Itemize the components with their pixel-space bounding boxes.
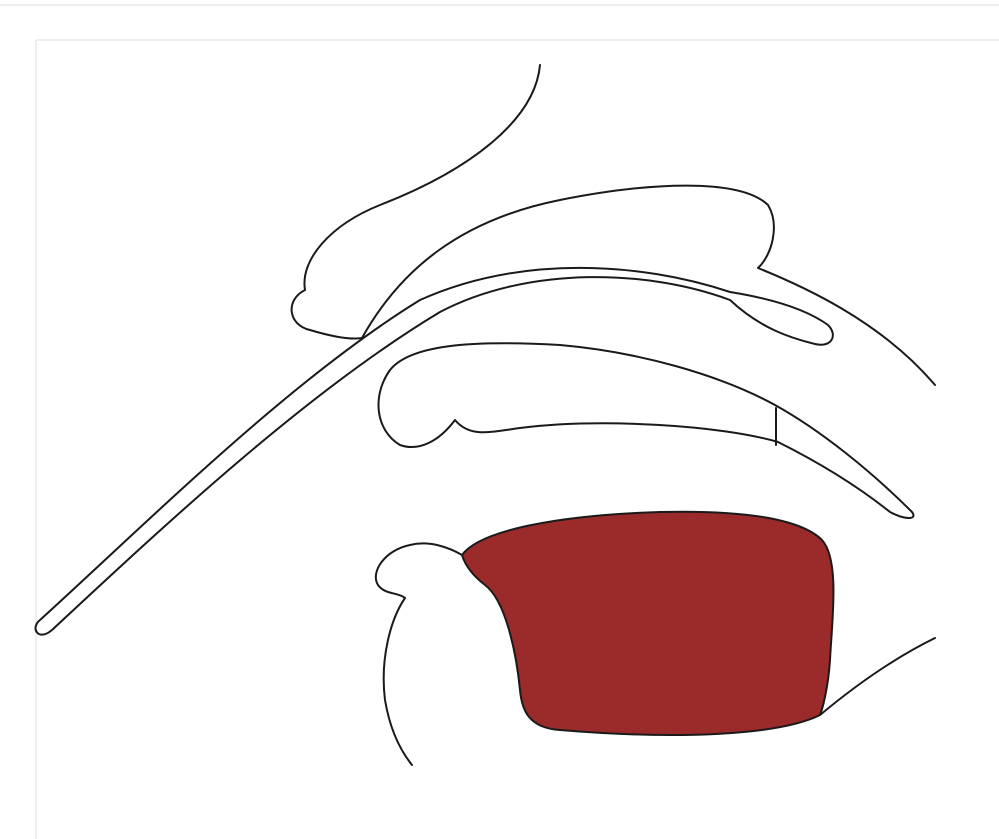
- pharyngeal-curve: [820, 638, 935, 715]
- upper-lip-lobe: [376, 543, 462, 765]
- oral-cavity-region: [462, 512, 834, 735]
